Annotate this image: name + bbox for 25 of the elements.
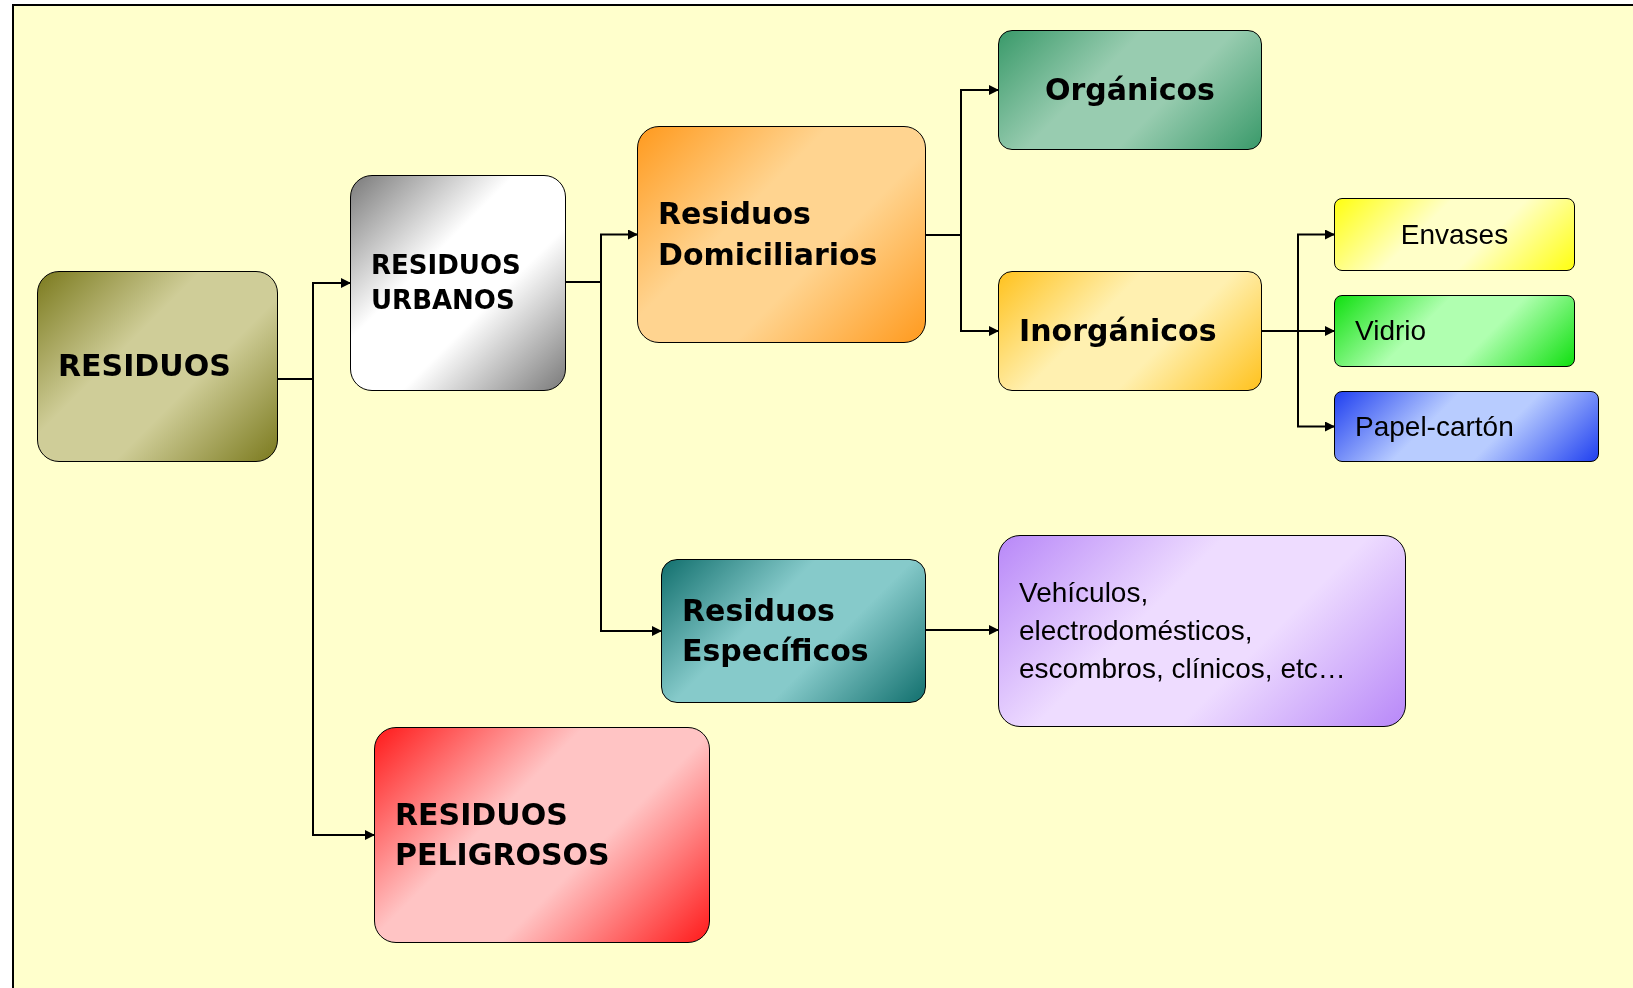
node-label: RESIDUOS URBANOS [371,248,522,317]
category-box [1334,295,1575,367]
connector-arrow [1261,330,1335,432]
node-label: Papel-cartón [1355,409,1514,444]
node-label: Residuos Específicos [682,591,870,670]
node-label: RESIDUOS [58,347,231,386]
category-box [998,271,1262,391]
node-label: Residuos Domiciliarios [658,195,879,274]
category-box [661,559,926,703]
node-label: Vehículos, electrodomésticos, escombros, clínicos, etc… [1019,576,1347,686]
connector-arrow [925,625,999,635]
connector-arrow [925,234,999,336]
category-box [998,535,1406,727]
category-box [37,271,278,462]
node-label: Orgánicos [1045,70,1215,109]
category-box [1334,391,1599,462]
category-box [1334,198,1575,271]
category-box [350,175,566,391]
node-label: Envases [1400,217,1509,252]
node-label: Vidrio [1355,314,1427,349]
node-label: RESIDUOS PELIGROSOS [395,795,611,874]
node-label: Inorgánicos [1019,311,1217,350]
category-box [374,727,710,943]
category-box [998,30,1262,150]
category-box [637,126,926,343]
